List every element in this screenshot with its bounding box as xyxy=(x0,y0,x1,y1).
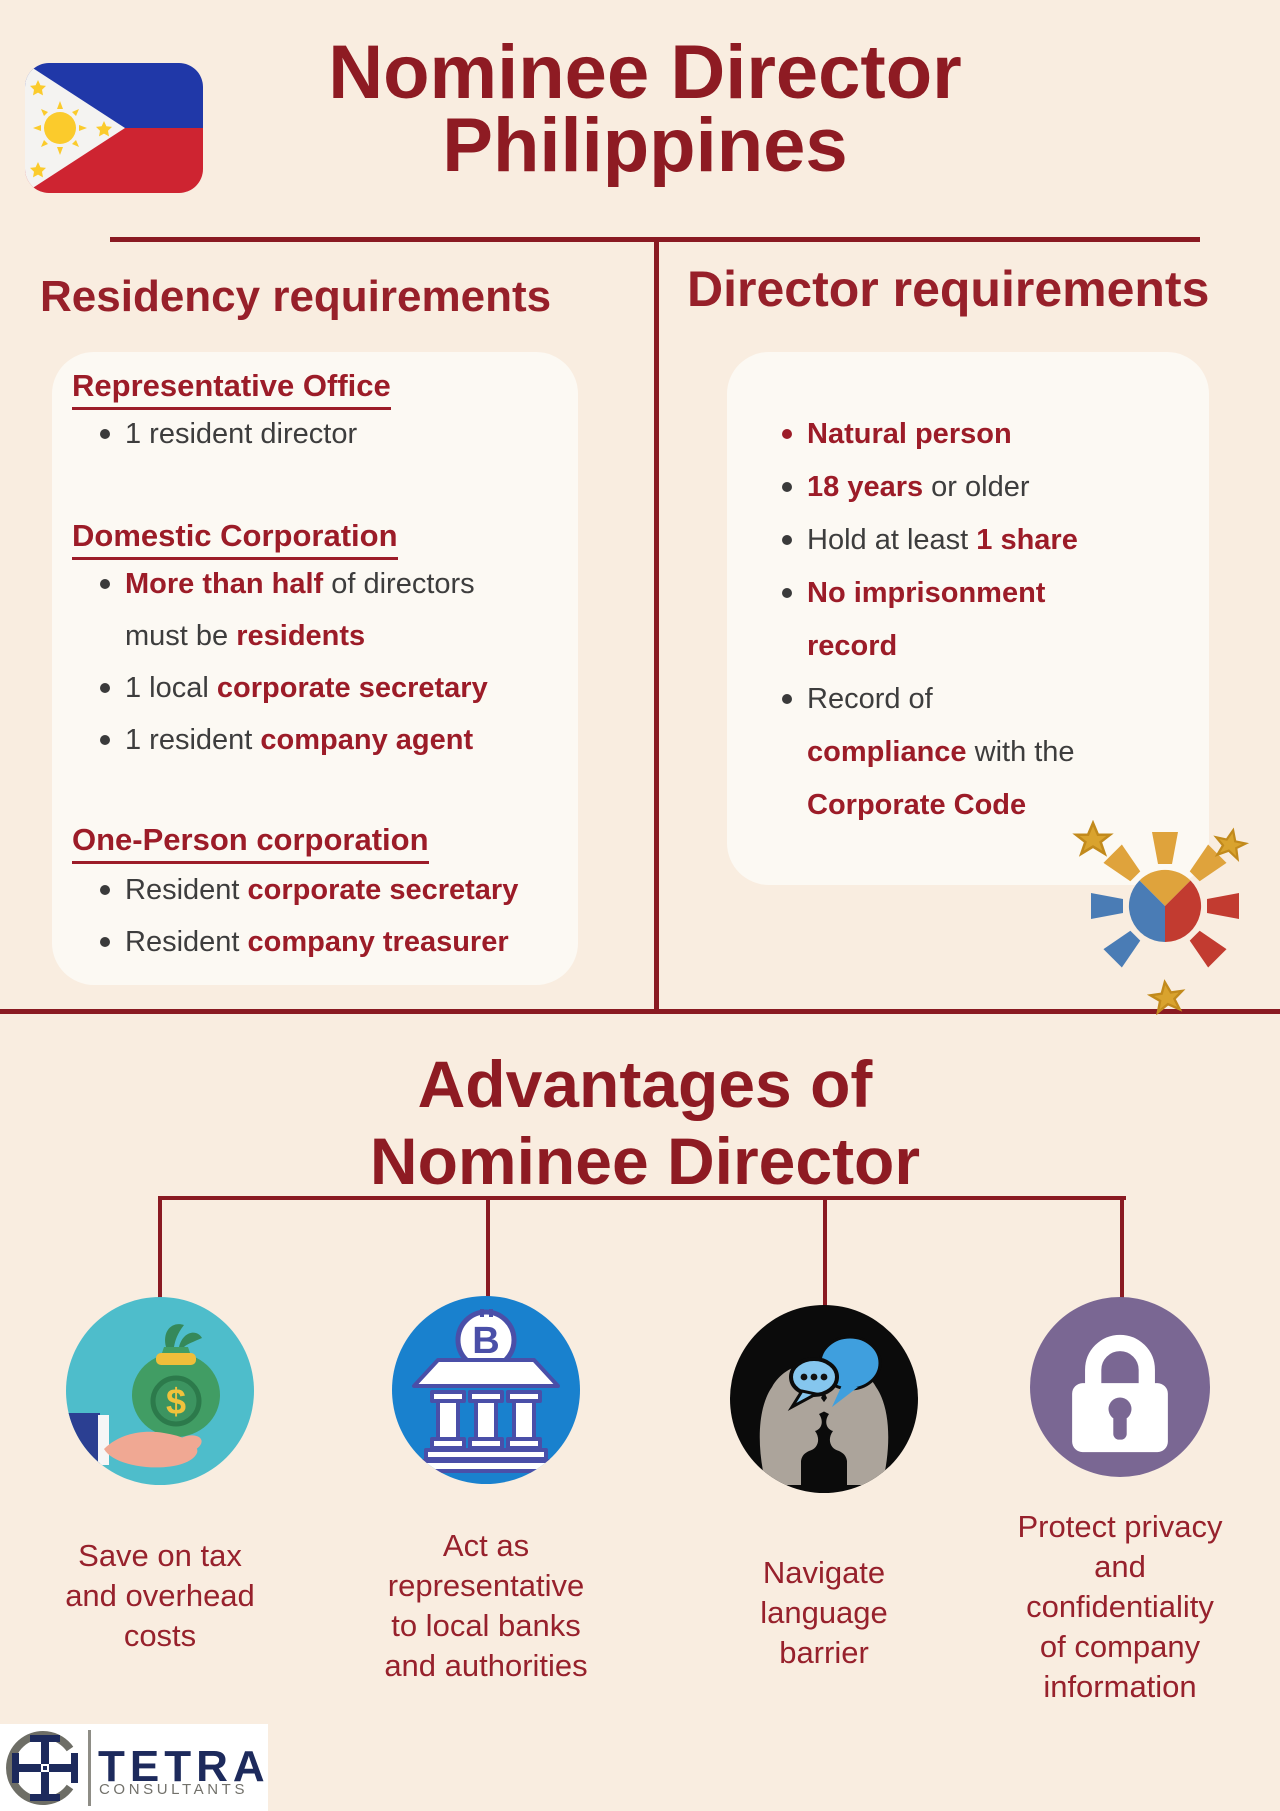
list-item: Hold at least 1 share xyxy=(727,514,1209,567)
director-heading: Director requirements xyxy=(687,261,1210,317)
svg-text:$: $ xyxy=(166,1381,186,1422)
bullet-dot xyxy=(782,694,792,704)
footer-logo-box xyxy=(0,1724,268,1811)
director-requirements-list: Natural person 18 years or older Hold at… xyxy=(727,408,1209,832)
domestic-corporation-title: Domestic Corporation xyxy=(72,516,578,560)
connector-drop-line xyxy=(1120,1196,1124,1299)
page-title-line1: Nominee Director xyxy=(328,30,962,115)
list-item: 1 local corporate secretary xyxy=(52,662,578,714)
page-title: Nominee Director Philippines xyxy=(10,30,1280,188)
list-item: 1 resident company agent xyxy=(52,714,578,766)
bullet-dot xyxy=(100,937,110,947)
domestic-corporation-list: More than half of directors must be resi… xyxy=(52,558,578,766)
money-bag-hand-icon: $ xyxy=(68,1324,220,1468)
bullet-dot xyxy=(782,429,792,439)
list-item: Resident corporate secretary xyxy=(52,864,578,916)
padlock-icon xyxy=(1072,1334,1168,1453)
advantages-title-line1: Advantages of xyxy=(417,1047,873,1121)
bullet-dot xyxy=(782,482,792,492)
connector-drop-line xyxy=(158,1196,162,1299)
philippines-flag-icon xyxy=(25,63,203,193)
advantage-caption-privacy: Protect privacy and confidentiality of c… xyxy=(1017,1509,1223,1704)
advantage-caption-language: Navigate language barrier xyxy=(760,1555,888,1670)
list-item: Resident company treasurer xyxy=(52,916,578,968)
logo-divider-line xyxy=(88,1730,91,1806)
conversation-heads-icon xyxy=(759,1335,889,1485)
connector-drop-line xyxy=(486,1196,490,1298)
bullet-dot xyxy=(100,579,110,589)
advantage-caption-savings: Save on tax and overhead costs xyxy=(65,1538,255,1653)
list-item: Natural person xyxy=(727,408,1209,461)
representative-office-title: Representative Office xyxy=(72,366,578,410)
bullet-dot xyxy=(782,588,792,598)
advantage-circle-privacy xyxy=(1030,1297,1210,1477)
list-item: No imprisonment record xyxy=(727,567,1209,673)
connector-drop-line xyxy=(823,1196,827,1307)
director-card: Natural person 18 years or older Hold at… xyxy=(727,352,1209,885)
advantages-title-line2: Nominee Director xyxy=(369,1124,921,1198)
advantages-title: Advantages of Nominee Director xyxy=(5,1046,1280,1200)
bullet-dot xyxy=(100,683,110,693)
bank-bitcoin-icon: B xyxy=(412,1309,560,1473)
connector-horizontal-line xyxy=(160,1196,1126,1200)
bullet-dot xyxy=(100,885,110,895)
philippine-sun-stars-icon xyxy=(1072,820,1250,1015)
residency-card: Representative Office 1 resident directo… xyxy=(52,352,578,985)
list-item: Record of compliance with the Corporate … xyxy=(727,673,1209,832)
one-person-corporation-title: One-Person corporation xyxy=(72,820,578,864)
bullet-dot xyxy=(782,535,792,545)
brand-subtitle: CONSULTANTS xyxy=(99,1781,249,1798)
advantage-circle-savings: $ xyxy=(66,1297,254,1485)
one-person-corporation-list: Resident corporate secretary Resident co… xyxy=(52,864,578,968)
list-item: More than half of directors must be resi… xyxy=(52,558,578,662)
bullet-dot xyxy=(100,735,110,745)
bullet-dot xyxy=(100,429,110,439)
advantage-circle-bank: B xyxy=(392,1296,580,1484)
column-divider-line xyxy=(654,237,659,1014)
advantage-circle-language xyxy=(730,1305,918,1493)
list-item: 1 resident director xyxy=(52,408,578,460)
section-divider-line xyxy=(0,1009,1280,1014)
tetra-consultants-logo-icon xyxy=(6,1731,78,1805)
svg-text:B: B xyxy=(472,1320,499,1362)
advantage-caption-bank: Act as representative to local banks and… xyxy=(384,1528,588,1683)
representative-office-list: 1 resident director xyxy=(52,408,578,460)
list-item: 18 years or older xyxy=(727,461,1209,514)
page-title-line2: Philippines xyxy=(442,103,848,188)
brand-name: TETRA xyxy=(98,1742,270,1791)
residency-heading: Residency requirements xyxy=(40,272,552,321)
